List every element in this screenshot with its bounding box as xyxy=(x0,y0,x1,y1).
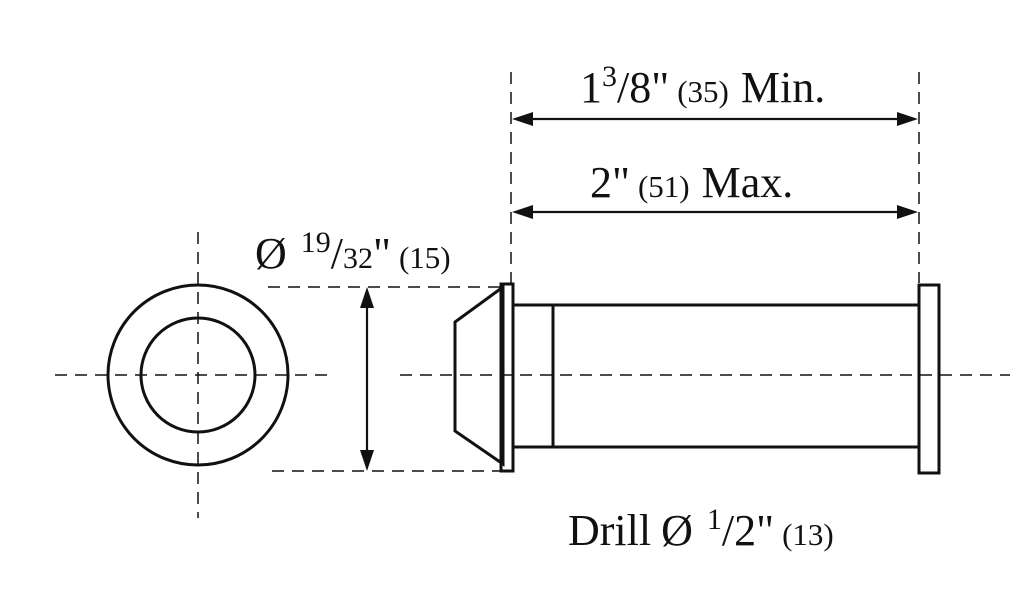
flange-diameter-numerator: 19 xyxy=(301,226,331,259)
min-length-numerator: 3 xyxy=(602,60,617,93)
lens-cone xyxy=(453,284,505,467)
max-length-suffix: Max. xyxy=(702,158,794,207)
flange-diameter-top-arrow xyxy=(360,287,374,308)
min-length-whole: 1 xyxy=(580,63,602,112)
max-length-left-arrow xyxy=(512,205,533,219)
flange-diameter-dimension: Ø 19/32"(15) xyxy=(255,226,451,471)
min-length-label: 13/8"(35) Min. xyxy=(580,60,825,112)
drill-prefix: Drill xyxy=(568,506,651,555)
flange-diameter-symbol: Ø xyxy=(255,229,287,278)
extension-lines xyxy=(268,72,920,472)
flange-diameter-denominator: 32 xyxy=(343,242,373,275)
drill-denominator: 2 xyxy=(734,506,756,555)
max-length-metric: (51) xyxy=(638,169,690,204)
front-view xyxy=(55,232,330,518)
min-length-metric: (35) xyxy=(677,74,729,109)
drill-inch-mark: " xyxy=(756,506,774,555)
drill-slash: / xyxy=(722,506,735,555)
min-length-suffix: Min. xyxy=(741,63,825,112)
min-length-left-arrow xyxy=(512,112,533,126)
flange-diameter-inch-mark: " xyxy=(373,229,391,278)
max-length-inch-mark: " xyxy=(612,158,630,207)
min-length-inch-mark: " xyxy=(651,63,669,112)
barrel xyxy=(511,303,921,449)
drill-numerator: 1 xyxy=(707,503,722,536)
max-length-label: 2"(51) Max. xyxy=(590,158,793,207)
rear-flange xyxy=(917,283,941,475)
drill-symbol: Ø xyxy=(661,506,693,555)
max-length-right-arrow xyxy=(897,205,918,219)
drill-metric: (13) xyxy=(782,517,834,552)
min-length-right-arrow xyxy=(897,112,918,126)
min-length-slash: / xyxy=(617,63,630,112)
min-length-denominator: 8 xyxy=(629,63,651,112)
side-view xyxy=(400,282,1010,475)
flange-diameter-slash: / xyxy=(331,229,344,278)
flange-diameter-label: Ø 19/32"(15) xyxy=(255,226,451,278)
min-length-dimension: 13/8"(35) Min. xyxy=(512,60,918,126)
flange-diameter-metric: (15) xyxy=(399,240,451,275)
max-length-whole: 2 xyxy=(590,158,612,207)
flange-diameter-bottom-arrow xyxy=(360,450,374,471)
max-length-dimension: 2"(51) Max. xyxy=(512,158,918,219)
front-view-outer-ring xyxy=(106,283,290,467)
